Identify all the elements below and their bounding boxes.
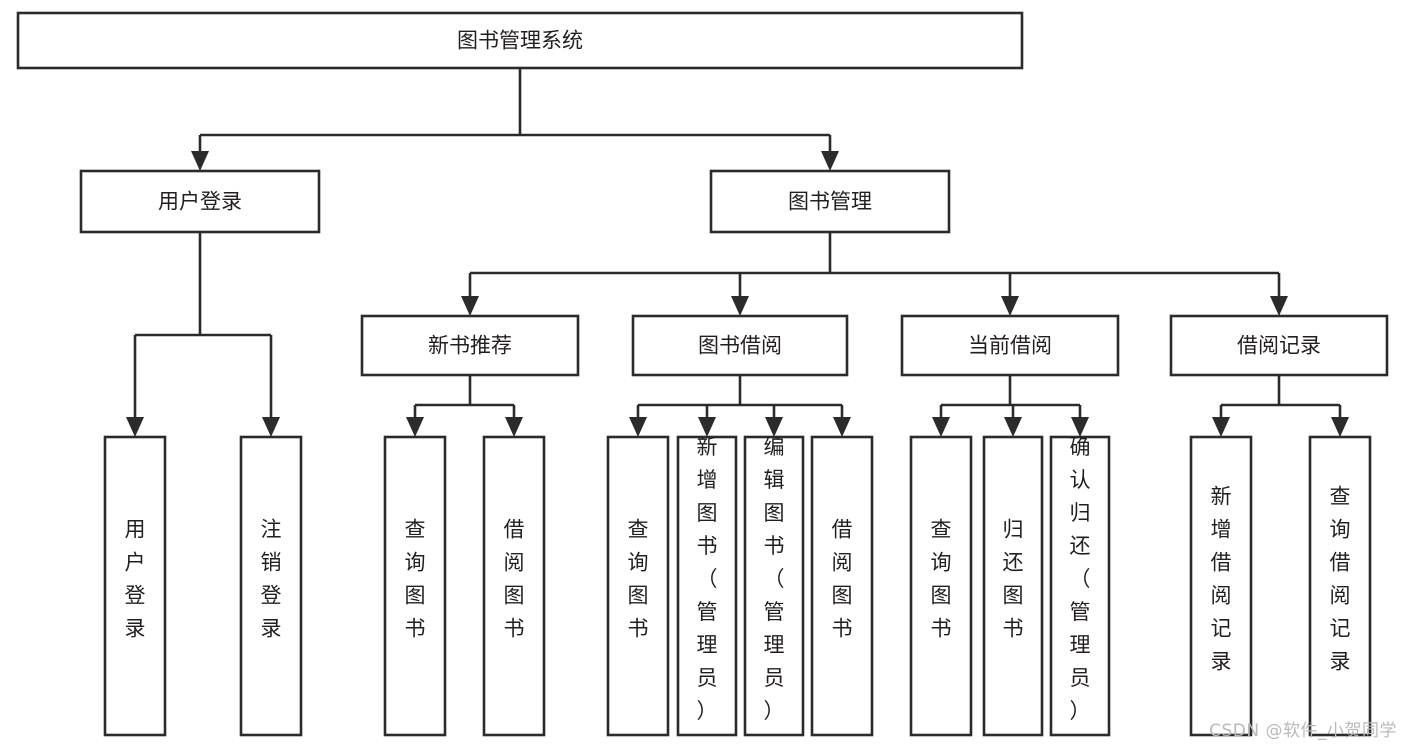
node-box-current[interactable]: [900, 314, 1120, 377]
node-leaf-new-query[interactable]: 查询图书: [383, 435, 447, 737]
node-box-leaf-borrow-add[interactable]: [676, 435, 738, 737]
node-box-records[interactable]: [1169, 314, 1389, 377]
node-label-leaf-rec-query: 查询借阅记录: [1330, 485, 1351, 674]
node-leaf-user-logout[interactable]: 注销登录: [239, 435, 303, 737]
edge-group-current: [932, 375, 1089, 437]
node-label-root: 图书管理系统: [457, 29, 583, 53]
node-borrow[interactable]: 图书借阅: [631, 314, 849, 377]
node-label-leaf-user-logout: 注销登录: [261, 518, 282, 641]
node-current[interactable]: 当前借阅: [900, 314, 1120, 377]
node-leaf-new-borrow[interactable]: 借阅图书: [482, 435, 546, 737]
node-box-leaf-cur-return[interactable]: [982, 435, 1044, 737]
node-box-newbook[interactable]: [360, 314, 580, 377]
node-leaf-borrow-add[interactable]: 新增图书（管理员）: [676, 435, 738, 737]
node-label-login: 用户登录: [158, 190, 242, 214]
node-bookmgmt[interactable]: 图书管理: [709, 169, 951, 234]
node-leaf-borrow-query[interactable]: 查询图书: [606, 435, 670, 737]
node-label-leaf-cur-confirm: 确认归还（管理员）: [1070, 435, 1091, 723]
node-leaf-cur-confirm[interactable]: 确认归还（管理员）: [1049, 435, 1111, 737]
edge-group-login: [126, 232, 280, 437]
edge-group-root: [191, 68, 839, 171]
node-label-current: 当前借阅: [968, 334, 1052, 358]
edge-group-bookmgmt: [461, 232, 1288, 316]
node-leaf-cur-return[interactable]: 归还图书: [982, 435, 1044, 737]
node-label-leaf-borrow-do: 借阅图书: [832, 518, 853, 641]
node-label-leaf-rec-add: 新增借阅记录: [1211, 485, 1232, 674]
node-label-records: 借阅记录: [1237, 334, 1321, 358]
node-label-bookmgmt: 图书管理: [788, 190, 872, 214]
node-leaf-borrow-do[interactable]: 借阅图书: [810, 435, 874, 737]
node-leaf-user-login[interactable]: 用户登录: [103, 435, 167, 737]
node-box-leaf-borrow-query[interactable]: [606, 435, 670, 737]
edge-group-borrow: [629, 375, 851, 437]
node-box-leaf-cur-confirm[interactable]: [1049, 435, 1111, 737]
node-leaf-borrow-edit[interactable]: 编辑图书（管理员）: [743, 435, 805, 737]
node-box-leaf-new-query[interactable]: [383, 435, 447, 737]
node-label-leaf-cur-query: 查询图书: [931, 518, 952, 641]
edge-group-records: [1212, 375, 1349, 437]
node-leaf-cur-query[interactable]: 查询图书: [909, 435, 973, 737]
node-root[interactable]: 图书管理系统: [16, 11, 1024, 70]
node-label-leaf-borrow-add: 新增图书（管理员）: [697, 435, 718, 723]
node-box-leaf-cur-query[interactable]: [909, 435, 973, 737]
edge-group-newbook: [406, 375, 523, 437]
node-box-leaf-user-login[interactable]: [103, 435, 167, 737]
node-box-login[interactable]: [79, 169, 321, 234]
node-label-leaf-borrow-edit: 编辑图书（管理员）: [764, 435, 785, 723]
node-label-leaf-borrow-query: 查询图书: [628, 518, 649, 641]
node-newbook[interactable]: 新书推荐: [360, 314, 580, 377]
node-layer: 图书管理系统用户登录图书管理新书推荐图书借阅当前借阅借阅记录用户登录注销登录查询…: [16, 11, 1389, 737]
node-box-leaf-borrow-edit[interactable]: [743, 435, 805, 737]
node-label-leaf-new-query: 查询图书: [405, 518, 426, 641]
node-leaf-rec-query[interactable]: 查询借阅记录: [1308, 435, 1372, 737]
node-box-leaf-new-borrow[interactable]: [482, 435, 546, 737]
node-box-bookmgmt[interactable]: [709, 169, 951, 234]
node-leaf-rec-add[interactable]: 新增借阅记录: [1189, 435, 1253, 737]
node-login[interactable]: 用户登录: [79, 169, 321, 234]
node-box-borrow[interactable]: [631, 314, 849, 377]
node-label-leaf-new-borrow: 借阅图书: [504, 518, 525, 641]
node-box-leaf-rec-add[interactable]: [1189, 435, 1253, 737]
node-box-leaf-user-logout[interactable]: [239, 435, 303, 737]
node-box-leaf-rec-query[interactable]: [1308, 435, 1372, 737]
node-label-borrow: 图书借阅: [698, 334, 782, 358]
node-label-newbook: 新书推荐: [428, 334, 512, 358]
node-label-leaf-user-login: 用户登录: [125, 518, 146, 641]
node-box-leaf-borrow-do[interactable]: [810, 435, 874, 737]
node-box-root[interactable]: [16, 11, 1024, 70]
connector-layer: [126, 68, 1349, 437]
node-records[interactable]: 借阅记录: [1169, 314, 1389, 377]
node-label-leaf-cur-return: 归还图书: [1003, 518, 1024, 641]
